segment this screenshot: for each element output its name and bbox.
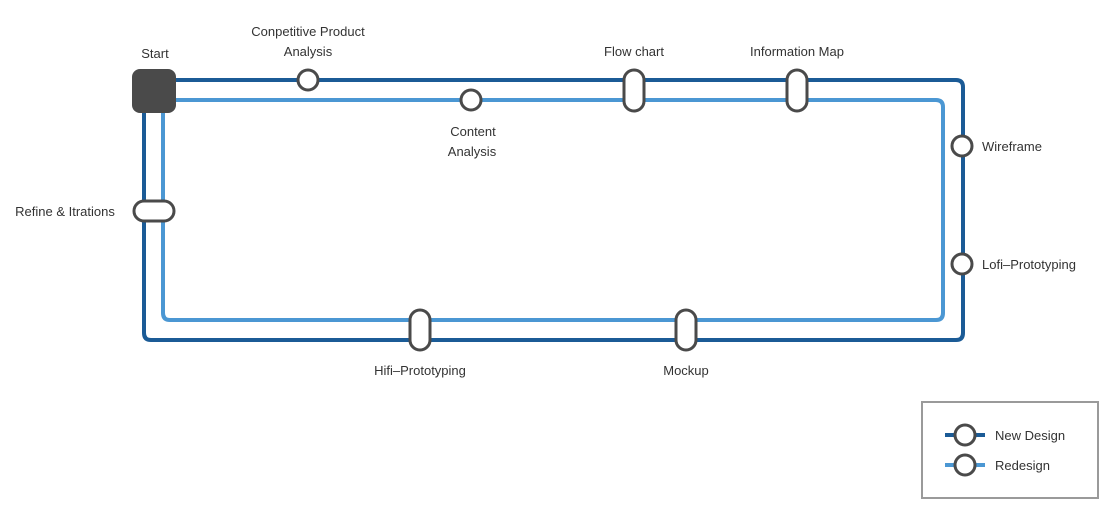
start-label: Start bbox=[141, 46, 169, 61]
station-information-map[interactable] bbox=[785, 68, 809, 113]
content-analysis-label-2: Analysis bbox=[448, 144, 497, 159]
legend: New Design Redesign bbox=[921, 401, 1099, 499]
legend-new-design-label: New Design bbox=[995, 428, 1065, 443]
legend-redesign-label: Redesign bbox=[995, 458, 1050, 473]
flow-chart-label: Flow chart bbox=[604, 44, 664, 59]
new-design-track bbox=[142, 78, 965, 342]
information-map-label: Information Map bbox=[750, 44, 844, 59]
station-content-analysis[interactable] bbox=[459, 88, 483, 112]
station-wireframe[interactable] bbox=[950, 134, 974, 158]
competitive-analysis-label-1: Conpetitive Product bbox=[251, 24, 365, 39]
station-flow-chart[interactable] bbox=[622, 68, 646, 113]
legend-box bbox=[921, 401, 1099, 499]
legend-redesign-marker bbox=[953, 453, 977, 477]
start-node[interactable] bbox=[132, 69, 176, 113]
refine-iterations-label: Refine & Itrations bbox=[15, 204, 115, 219]
lofi-prototyping-label: Lofi–Prototyping bbox=[982, 257, 1076, 272]
competitive-analysis-label-2: Analysis bbox=[284, 44, 333, 59]
station-mockup[interactable] bbox=[674, 308, 698, 352]
station-hifi-prototyping[interactable] bbox=[408, 308, 432, 352]
mockup-label: Mockup bbox=[663, 363, 709, 378]
station-lofi-prototyping[interactable] bbox=[950, 252, 974, 276]
content-analysis-label-1: Content bbox=[450, 124, 496, 139]
legend-new-design-marker bbox=[953, 423, 977, 447]
redesign-track bbox=[161, 98, 945, 322]
hifi-prototyping-label: Hifi–Prototyping bbox=[374, 363, 466, 378]
station-refine-iterations[interactable] bbox=[132, 199, 176, 223]
wireframe-label: Wireframe bbox=[982, 139, 1042, 154]
station-competitive-analysis[interactable] bbox=[296, 68, 320, 92]
